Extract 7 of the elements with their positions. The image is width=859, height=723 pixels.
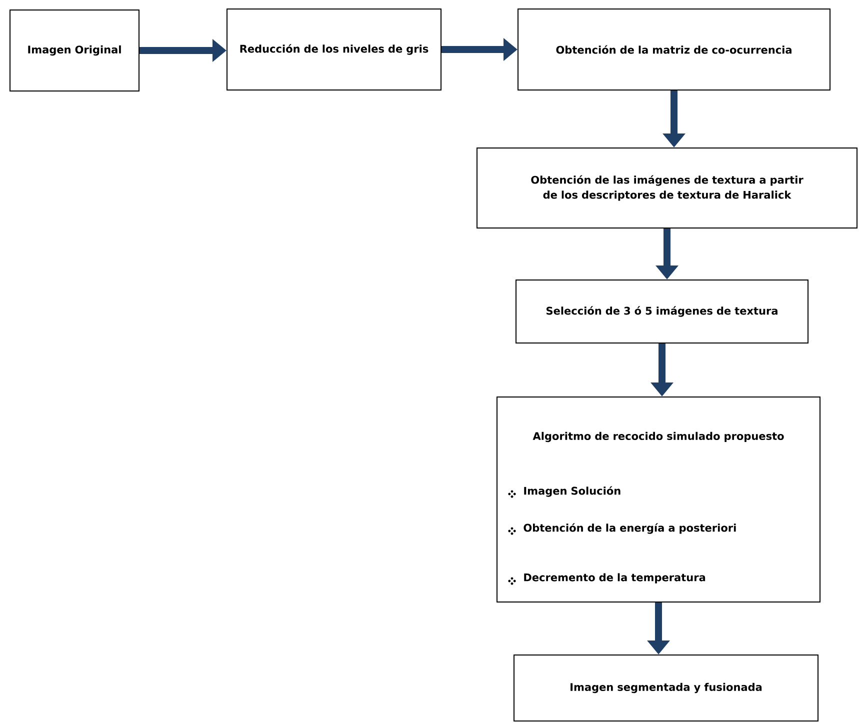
process-box: Reducción de los niveles de gris xyxy=(226,8,442,90)
process-box: Obtención de la matriz de co-ocurrencia xyxy=(518,8,830,90)
process-box: Algoritmo de recocido simulado propuesto Imagen Solución Obtención de la energía a posteriori Decremento de la temperatura xyxy=(496,396,820,602)
process-box: Imagen segmentada y fusionada xyxy=(514,654,818,722)
process-box: Imagen Original xyxy=(10,10,140,92)
process-box: Selección de 3 ó 5 imágenes de textura xyxy=(516,280,808,344)
process-box: Obtención de las imágenes de textura a partir de los descriptores de textura de Haralick xyxy=(476,148,858,228)
